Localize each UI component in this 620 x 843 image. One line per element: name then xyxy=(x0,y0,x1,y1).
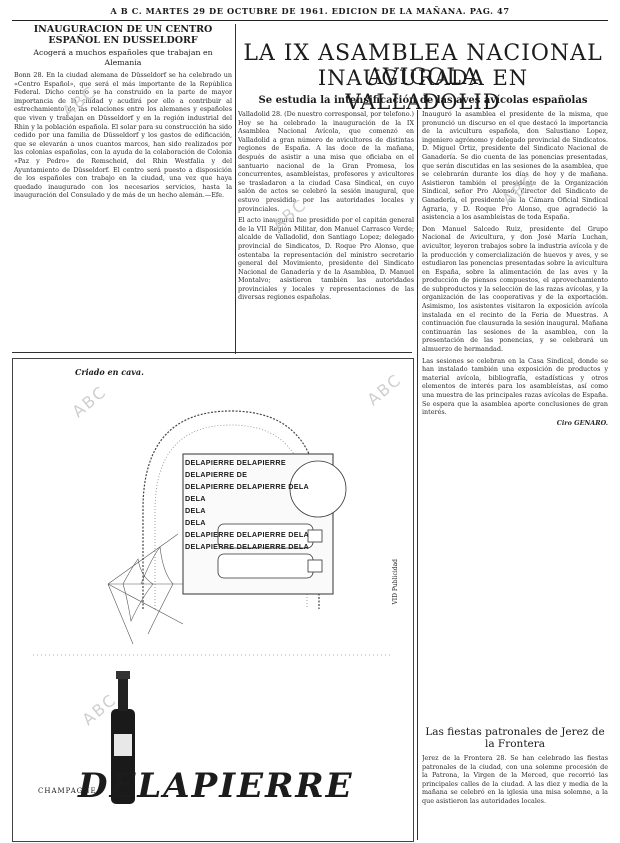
main-article-text-5: Las sesiones se celebran en la Casa Sind… xyxy=(422,356,608,417)
spider-web-icon xyxy=(107,533,191,645)
box-line: DELAPIERRE DELAPIERRE DELA xyxy=(185,542,310,551)
box-line: DELAPIERRE DELAPIERRE DELA xyxy=(185,530,310,539)
main-article-text-1: Valladolid 28. (De nuestro corresponsal,… xyxy=(238,110,414,213)
box-line: DELAPIERRE DELAPIERRE DELA xyxy=(185,482,310,491)
ad-brand-prefix: CHAMPAGNE xyxy=(38,787,97,795)
ad-brand-name: DELAPIERRE xyxy=(78,766,354,806)
main-article-text-3: Inauguró la asamblea el presidente de la… xyxy=(422,110,608,222)
left-article: INAUGURACION DE UN CENTRO ESPAÑOL EN DUS… xyxy=(14,24,232,344)
bottle-icons xyxy=(217,460,347,579)
newspaper-header: A B C. MARTES 29 DE OCTUBRE DE 1961. EDI… xyxy=(12,4,608,21)
left-article-subtitle: Acogerá a muchos españoles que trabajan … xyxy=(33,48,213,67)
column-rule xyxy=(417,110,418,840)
main-article-text-4: Don Manuel Salcedo Ruiz, presidente del … xyxy=(422,224,608,354)
main-article-title-line2: INAUGURADA EN VALLADOLID xyxy=(317,66,529,114)
right-article-title: Las fiestas patronales de Jerez de la Fr… xyxy=(425,726,605,750)
left-article-body: Bonn 28. En la ciudad alemana de Düsseld… xyxy=(14,71,232,200)
box-line: DELA xyxy=(185,506,206,515)
section-rule xyxy=(12,352,412,353)
box-line: DELA xyxy=(185,494,206,503)
column-rule xyxy=(235,24,236,354)
main-article-text-2: El acto inaugural fue presidido por el c… xyxy=(238,216,414,302)
main-article-column-1: Valladolid 28. (De nuestro corresponsal,… xyxy=(238,110,414,350)
main-article-signature: Ciro GENARO. xyxy=(556,418,608,427)
champagne-advertisement: Criado en cava. VID Publicidad xyxy=(12,358,414,842)
wine-box-print: DELAPIERRE DELAPIERRE DELAPIERRE DE DELA… xyxy=(185,457,331,593)
right-article-body: Jerez de la Frontera 28. Se han celebrad… xyxy=(422,754,608,805)
main-article-column-2: Inauguró la asamblea el presidente de la… xyxy=(422,110,608,710)
main-article-title-line1: LA IX ASAMBLEA NACIONAL AVICOLA xyxy=(243,41,603,90)
box-line: DELA xyxy=(185,518,206,527)
main-article-deck: Se estudia la intensificación de las ave… xyxy=(258,95,588,106)
left-article-title: INAUGURACION DE UN CENTRO ESPAÑOL EN DUS… xyxy=(33,24,213,46)
right-article: Las fiestas patronales de Jerez de la Fr… xyxy=(422,722,608,840)
cellar-illustration xyxy=(33,410,393,804)
ad-caption: Criado en cava. xyxy=(75,367,144,377)
champagne-bottle-icon xyxy=(111,671,135,804)
box-line: DELAPIERRE DELAPIERRE DELAPIERRE DE xyxy=(185,458,286,479)
